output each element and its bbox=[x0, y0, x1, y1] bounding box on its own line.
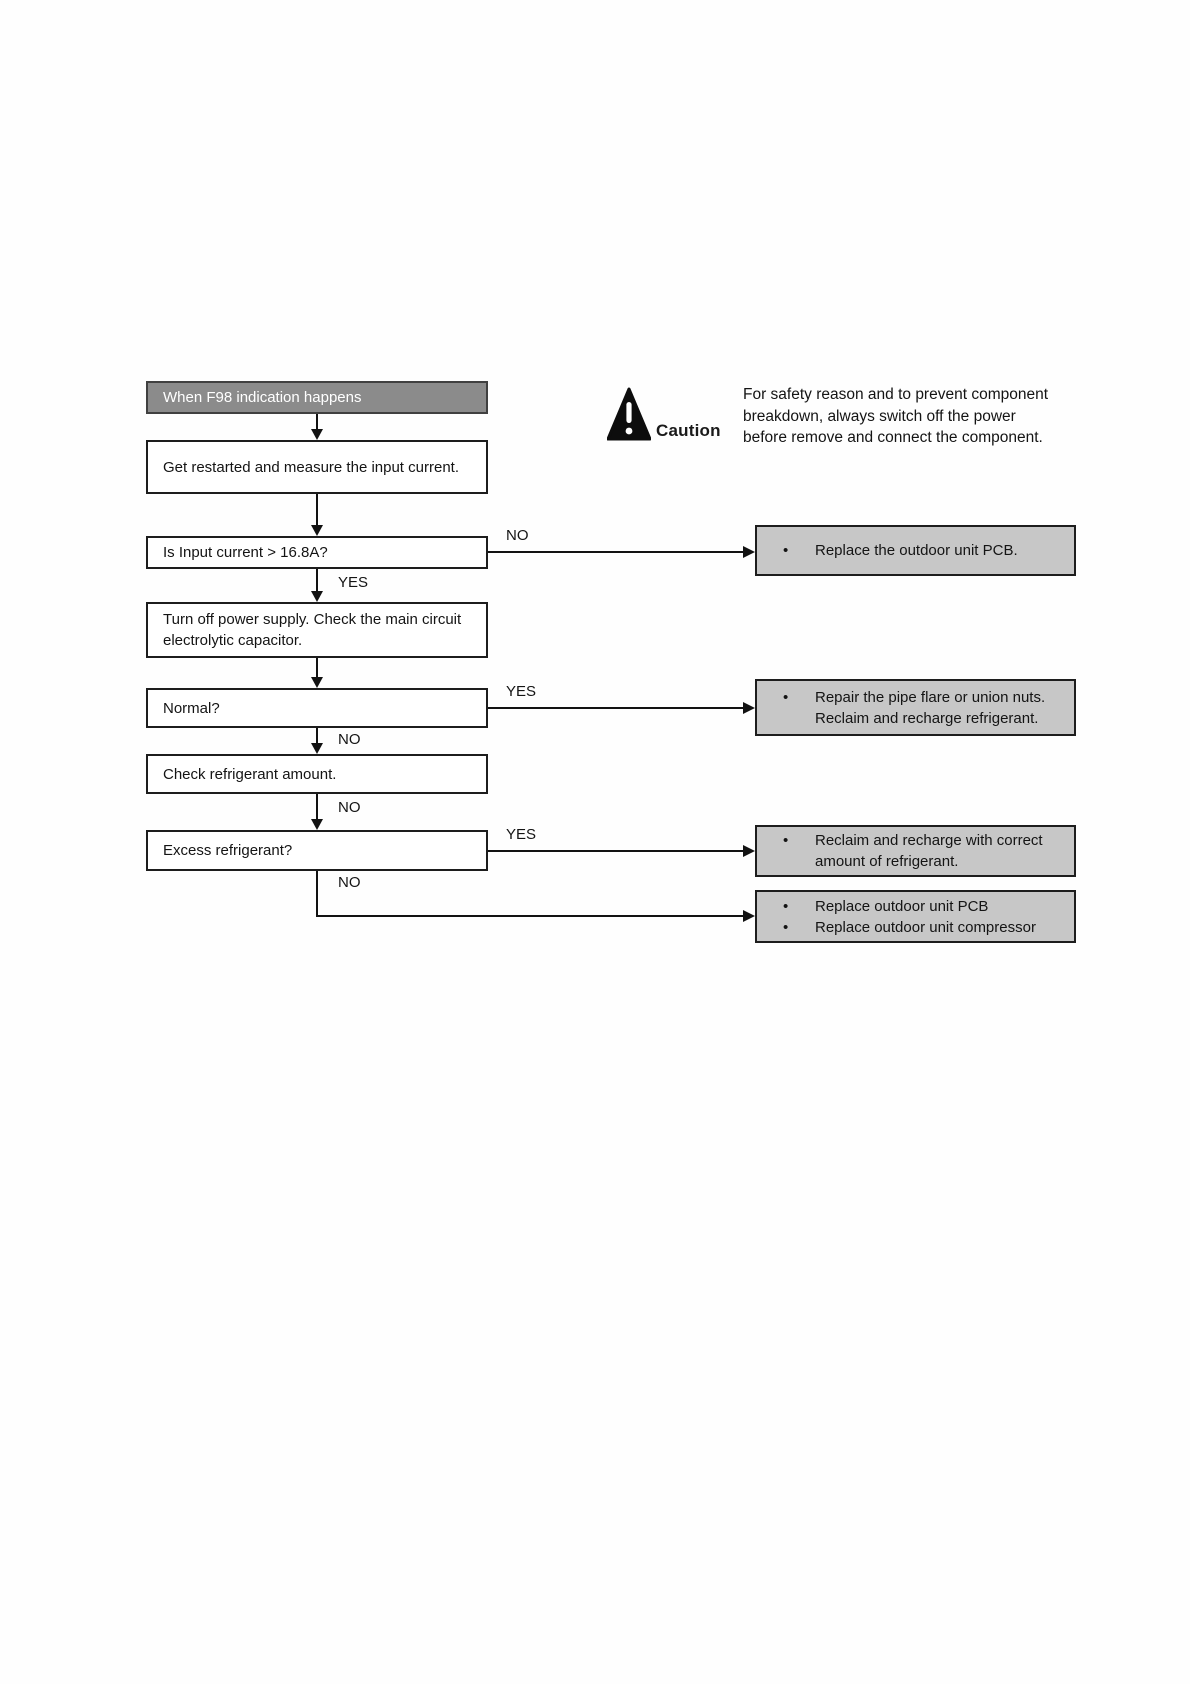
outcome-replace-pcb-compressor: • Replace outdoor unit PCB • Replace out… bbox=[755, 890, 1076, 943]
outcome-bullet-row: • Reclaim and recharge with correct amou… bbox=[757, 830, 1066, 872]
bullet-icon: • bbox=[783, 918, 789, 936]
bullet-icon: • bbox=[783, 897, 789, 915]
flow-step-excess-refrigerant: Excess refrigerant? bbox=[146, 830, 488, 871]
flow-step-label: Normal? bbox=[163, 699, 220, 717]
outcome-bullet-row: • Repair the pipe flare or union nuts. R… bbox=[757, 687, 1066, 729]
branch-label-no: NO bbox=[338, 731, 361, 748]
flow-step-input-current: Is Input current > 16.8A? bbox=[146, 536, 488, 569]
flow-start-label: When F98 indication happens bbox=[163, 389, 362, 406]
outcome-text: Replace outdoor unit compressor bbox=[815, 917, 1066, 938]
outcome-text: Repair the pipe flare or union nuts. Rec… bbox=[815, 687, 1066, 729]
outcome-line: Replace outdoor unit compressor bbox=[815, 918, 1036, 936]
outcome-bullet-row: • Replace outdoor unit PCB bbox=[757, 896, 1066, 917]
outcome-line: Reclaim and recharge refrigerant. bbox=[815, 709, 1039, 727]
branch-label-yes: YES bbox=[506, 683, 537, 700]
outcome-line: Reclaim and recharge with correct bbox=[815, 832, 1043, 849]
outcome-text: Replace the outdoor unit PCB. bbox=[815, 540, 1066, 561]
caution-text-line: before remove and connect the component. bbox=[743, 429, 1043, 446]
connector-input-current-yes bbox=[311, 569, 323, 602]
flow-step-label: Check refrigerant amount. bbox=[163, 765, 337, 783]
branch-label-no: NO bbox=[338, 874, 361, 891]
outcome-line: Replace the outdoor unit PCB. bbox=[815, 542, 1018, 559]
flow-step-measure-current: Get restarted and measure the input curr… bbox=[146, 440, 488, 494]
outcome-line: Repair the pipe flare or union nuts. bbox=[815, 688, 1046, 706]
branch-label-yes: YES bbox=[338, 574, 369, 591]
branch-label-no: NO bbox=[506, 527, 529, 544]
caution-text-line: For safety reason and to prevent compone… bbox=[743, 386, 1049, 403]
outcome-text: Reclaim and recharge with correct amount… bbox=[815, 830, 1066, 872]
flow-start-node: When F98 indication happens bbox=[146, 381, 488, 414]
outcome-line: amount of refrigerant. bbox=[815, 853, 959, 870]
outcome-text: Replace outdoor unit PCB bbox=[815, 896, 1066, 917]
connector-excess-yes bbox=[488, 845, 755, 857]
flow-step-label: Get restarted and measure the input curr… bbox=[163, 458, 459, 476]
outcome-line: Replace outdoor unit PCB bbox=[815, 897, 989, 915]
caution-text-line: breakdown, always switch off the power bbox=[743, 407, 1016, 425]
connector-check-to-excess bbox=[311, 794, 323, 830]
connector-excess-no bbox=[316, 871, 755, 922]
flow-step-label: Is Input current > 16.8A? bbox=[163, 544, 328, 561]
caution-text: For safety reason and to prevent compone… bbox=[743, 384, 1083, 449]
outcome-bullet-row: • Replace the outdoor unit PCB. bbox=[757, 540, 1066, 561]
flow-step-label: Turn off power supply. Check the main ci… bbox=[163, 611, 462, 649]
outcome-repair-pipe-flare: • Repair the pipe flare or union nuts. R… bbox=[755, 679, 1076, 736]
caution-label: Caution bbox=[656, 421, 721, 440]
connector-start-to-measure bbox=[311, 414, 323, 440]
warning-triangle-icon bbox=[607, 387, 651, 441]
branch-label-yes: YES bbox=[506, 826, 537, 843]
flow-step-normal: Normal? bbox=[146, 688, 488, 728]
connector-normal-no bbox=[311, 728, 323, 754]
connector-measure-to-input-current bbox=[311, 494, 323, 536]
connector-normal-yes bbox=[488, 702, 755, 714]
bullet-icon: • bbox=[783, 832, 789, 849]
flow-step-check-refrigerant: Check refrigerant amount. bbox=[146, 754, 488, 794]
outcome-bullet-row: • Replace outdoor unit compressor bbox=[757, 917, 1066, 938]
connector-input-current-no bbox=[488, 546, 755, 558]
outcome-reclaim-recharge: • Reclaim and recharge with correct amou… bbox=[755, 825, 1076, 877]
bullet-icon: • bbox=[783, 542, 789, 559]
outcome-replace-outdoor-pcb: • Replace the outdoor unit PCB. bbox=[755, 525, 1076, 576]
flow-step-power-off-check-capacitor: Turn off power supply. Check the main ci… bbox=[146, 602, 488, 658]
bullet-icon: • bbox=[783, 688, 789, 706]
branch-label-no: NO bbox=[338, 799, 361, 816]
connector-poweroff-to-normal bbox=[311, 658, 323, 688]
flow-step-label: Excess refrigerant? bbox=[163, 842, 293, 859]
